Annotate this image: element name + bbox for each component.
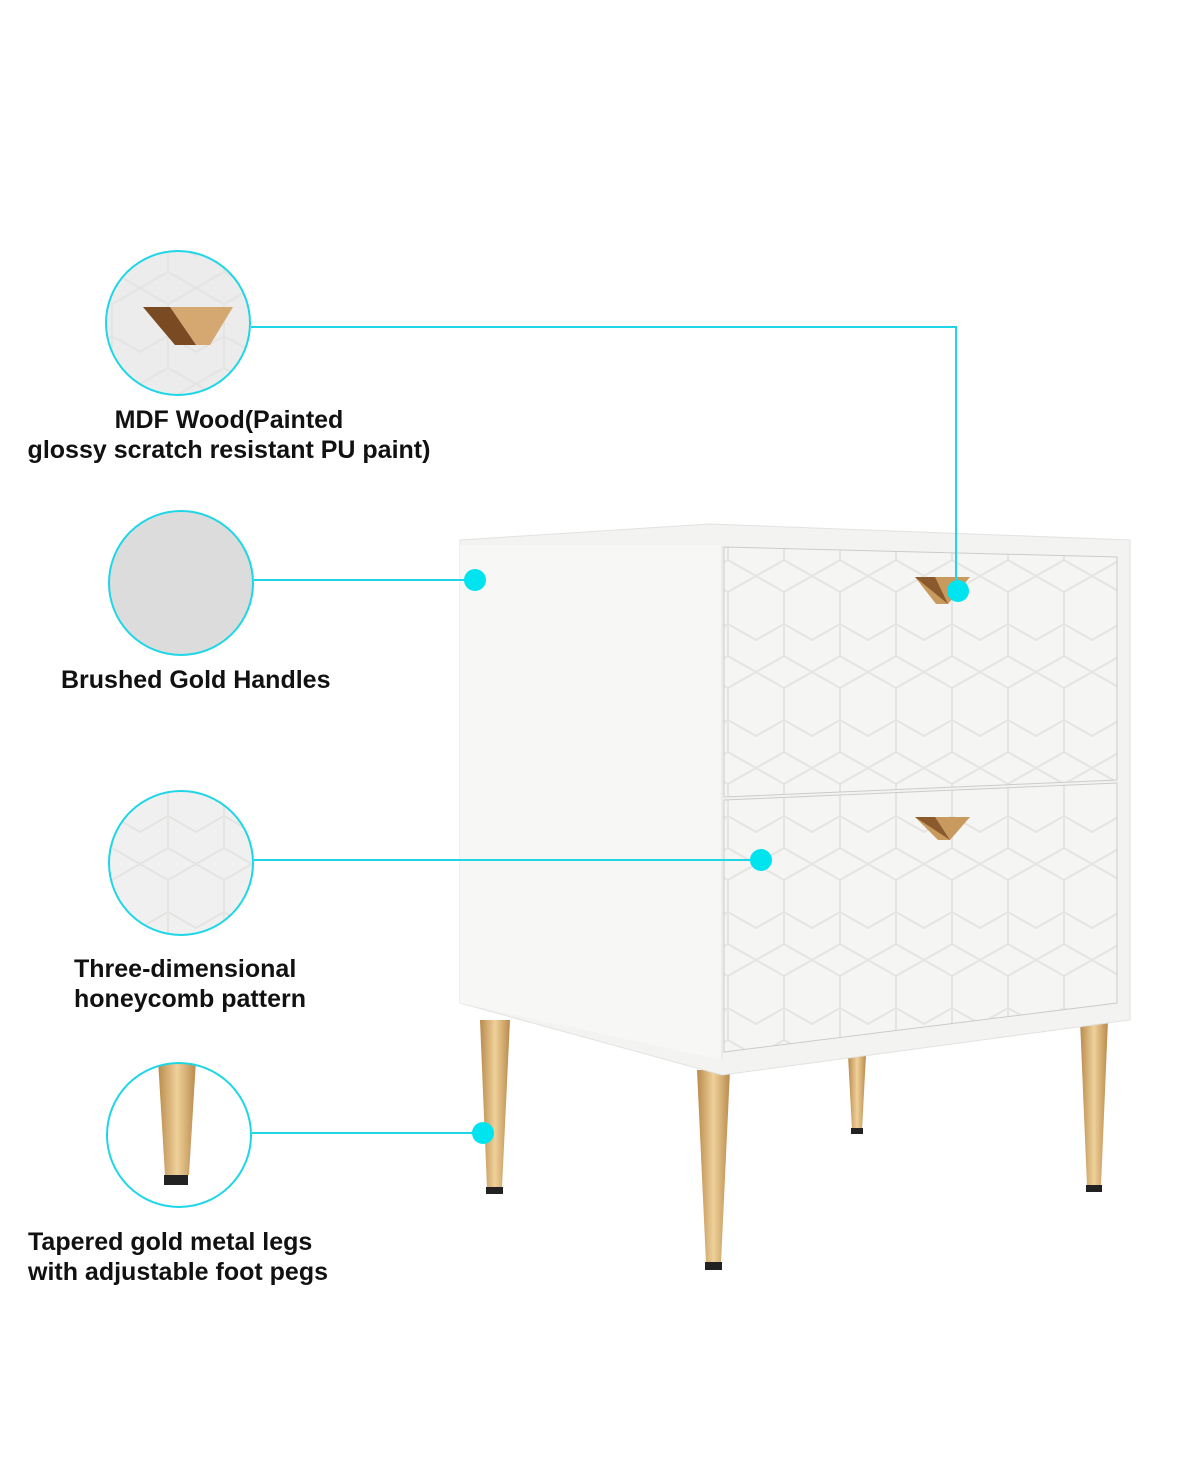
detail-circle-leg <box>106 1062 252 1208</box>
feature-label-line: Three-dimensional <box>74 955 297 983</box>
callout-lines <box>251 326 957 1134</box>
feature-label-line: honeycomb pattern <box>74 985 306 1013</box>
callout-dots <box>464 569 969 1144</box>
feature-label-line: Brushed Gold Handles <box>61 666 331 694</box>
feature-label-handles: Brushed Gold Handles <box>61 665 330 695</box>
feature-label-honeycomb: Three-dimensional honeycomb pattern <box>74 954 306 1014</box>
feature-label-legs: Tapered gold metal legs with adjustable … <box>28 1227 328 1287</box>
detail-circle-honeycomb <box>108 790 254 936</box>
feature-label-line: glossy scratch resistant PU paint) <box>27 436 431 464</box>
feature-label-line: with adjustable foot pegs <box>28 1258 329 1286</box>
detail-circle-finish <box>108 510 254 656</box>
feature-label-line: Tapered gold metal legs <box>28 1228 313 1256</box>
detail-circle-handle <box>105 250 251 396</box>
feature-label-line: MDF Wood(Painted <box>114 406 344 434</box>
legs <box>480 1020 1108 1270</box>
feature-label-material: MDF Wood(Painted glossy scratch resistan… <box>0 405 458 465</box>
